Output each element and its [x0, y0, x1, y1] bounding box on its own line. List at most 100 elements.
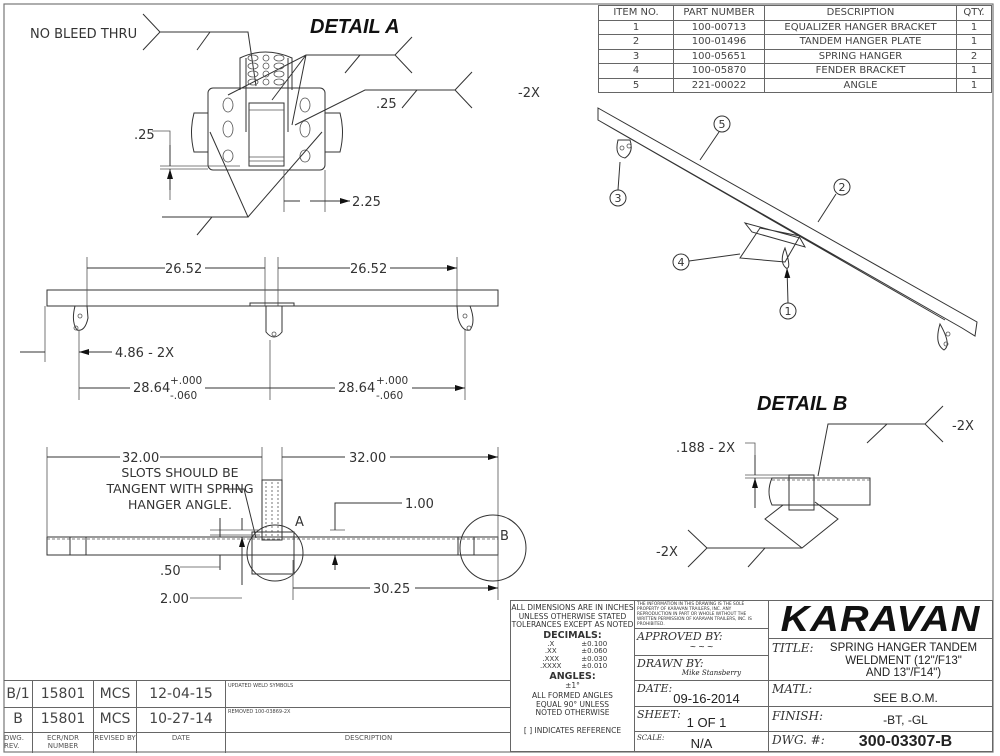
balloon-label: 4 — [678, 256, 685, 269]
detail-a-dim-width: 2.25 — [352, 195, 381, 210]
revision-header-row: DWG. REV. ECR/NDR NUMBER REVISED BY DATE… — [4, 732, 511, 753]
detail-b-view: DETAIL B -2X .188 - 2X -2X — [656, 393, 974, 568]
detail-a-view: DETAIL A NO BLEED THRU -2X .25 .25 2.25 — [30, 13, 540, 236]
revision-header: REVISED BY — [94, 732, 137, 753]
isometric-view: 1 2 3 4 5 — [597, 107, 978, 351]
bom-cell: SPRING HANGER — [764, 48, 957, 64]
decimal-format: .XXX — [542, 654, 560, 663]
angle-tolerance: ±1° — [565, 680, 580, 690]
scale-cell: SCALE: N/A — [634, 731, 769, 752]
balloon-5 — [713, 115, 731, 133]
detail-b-title: DETAIL B — [757, 393, 847, 415]
detail-a-weld-qty: -2X — [518, 86, 540, 101]
title-label: TITLE: — [772, 641, 814, 655]
tolerance-block: ALL DIMENSIONS ARE IN INCHES UNLESS OTHE… — [510, 600, 635, 752]
title-line: SPRING HANGER TANDEM — [829, 642, 978, 654]
tolerance-line: UNLESS OTHERWISE STATED — [518, 611, 627, 621]
bom-cell: TANDEM HANGER PLATE — [764, 34, 957, 50]
decimal-tolerance: ±0.100 — [581, 639, 608, 648]
sheet-label: SHEET: — [637, 708, 681, 721]
bom-cell: 100-00713 — [673, 19, 765, 35]
revision-date: 12-04-15 — [137, 681, 226, 707]
revision-rev: B — [4, 707, 33, 732]
top-dim-1: 1.00 — [405, 497, 434, 512]
date-cell: DATE: 09-16-2014 — [634, 680, 769, 707]
revision-by: MCS — [94, 707, 137, 732]
bom-cell: 100-05870 — [673, 63, 765, 79]
bom-header: QTY. — [956, 5, 992, 21]
decimal-format: .XXXX — [540, 662, 562, 670]
slots-note-line: SLOTS SHOULD BE — [121, 465, 238, 480]
callout-a: A — [295, 515, 304, 530]
tolerance-line: ALL DIMENSIONS ARE IN INCHES — [511, 603, 634, 612]
formed-angle-note: NOTED OTHERWISE — [535, 708, 610, 717]
decimal-tolerance: ±0.010 — [581, 662, 608, 670]
top-dim-2: .50 — [160, 564, 181, 579]
detail-a-dim-gap: .25 — [134, 128, 155, 143]
revision-row: B 15801 MCS 10-27-14 REMOVED 100-03869-2… — [4, 707, 511, 733]
formed-angle-note: ALL FORMED ANGLES — [532, 691, 613, 700]
drawn-label: DRAWN BY: — [637, 657, 704, 670]
balloon-label: 1 — [785, 305, 792, 318]
revision-row: B/1 15801 MCS 12-04-15 UPDATED WELD SYMB… — [4, 681, 511, 708]
top-dim-right: 32.00 — [349, 451, 386, 466]
revision-header: DESCRIPTION — [344, 734, 393, 742]
material-cell: MATL: SEE B.O.M. — [768, 680, 993, 707]
approved-value: ~ ~ ~ — [689, 642, 714, 653]
revision-ecr: 15801 — [33, 707, 94, 732]
scale-value: N/A — [690, 736, 713, 751]
balloon-label: 3 — [615, 192, 622, 205]
front-dim-right: 26.52 — [350, 262, 387, 277]
material-value: SEE B.O.M. — [873, 691, 938, 705]
bom-cell: 2 — [956, 48, 992, 64]
detail-b-weld-top-qty: -2X — [952, 419, 974, 434]
detail-b-dim: .188 - 2X — [676, 441, 735, 456]
bom-cell: 221-00022 — [673, 77, 765, 93]
balloon-label: 5 — [719, 118, 726, 131]
bom-cell: 1 — [956, 63, 992, 79]
decimal-format: .XX — [544, 647, 557, 655]
bom-cell: 1 — [956, 77, 992, 93]
scale-label: SCALE: — [637, 734, 665, 742]
title-line: WELDMENT (12"/F13" — [845, 654, 962, 667]
balloon-2 — [833, 178, 851, 196]
bom-cell: 2 — [598, 34, 674, 50]
tolerance-plus: +.000 — [376, 375, 408, 387]
drawing-number-label: DWG. #: — [772, 733, 825, 747]
tolerance-line: TOLERANCES EXCEPT AS NOTED — [511, 620, 634, 629]
top-view: 32.00 32.00 SLOTS SHOULD BE TANGENT WITH… — [46, 447, 527, 607]
no-bleed-note: NO BLEED THRU — [30, 27, 137, 42]
title-line: AND 13"/F14") — [865, 667, 942, 679]
revision-description: REMOVED 100-03869-2X — [228, 709, 291, 715]
front-dim-hanger-right: 28.64 — [338, 381, 375, 396]
bom-header: PART NUMBER — [673, 5, 765, 21]
date-label: DATE: — [637, 682, 673, 695]
slots-note-line: TANGENT WITH SPRING — [105, 481, 253, 496]
bom-cell: 100-05651 — [673, 48, 765, 64]
bom-header-row: ITEM NO. PART NUMBER DESCRIPTION QTY. — [598, 5, 992, 21]
bom-header: ITEM NO. — [598, 5, 674, 21]
revision-header: DWG. REV. — [4, 732, 33, 753]
tolerance-minus: -.060 — [170, 390, 197, 402]
balloon-4 — [672, 253, 690, 271]
revision-header: ECR/NDR NUMBER — [33, 732, 94, 753]
bom-cell: 3 — [598, 48, 674, 64]
drawing-number-value: 300-03307-B — [858, 733, 953, 750]
revision-header: DATE — [137, 732, 226, 753]
revision-description: UPDATED WELD SYMBOLS — [228, 683, 294, 689]
front-dim-hanger-left: 28.64 — [133, 381, 170, 396]
decimal-tolerance: ±0.060 — [581, 647, 608, 655]
sheet-cell: SHEET: 1 OF 1 — [634, 706, 769, 732]
bom-cell: 4 — [598, 63, 674, 79]
title-cell: TITLE: SPRING HANGER TANDEM WELDMENT (12… — [768, 638, 993, 681]
bom-cell: EQUALIZER HANGER BRACKET — [764, 19, 957, 35]
revision-rev: B/1 — [4, 681, 33, 707]
bom-cell: 100-01496 — [673, 34, 765, 50]
revision-by: MCS — [94, 681, 137, 707]
drawn-cell: DRAWN BY: Mike Stansberry — [634, 655, 769, 681]
